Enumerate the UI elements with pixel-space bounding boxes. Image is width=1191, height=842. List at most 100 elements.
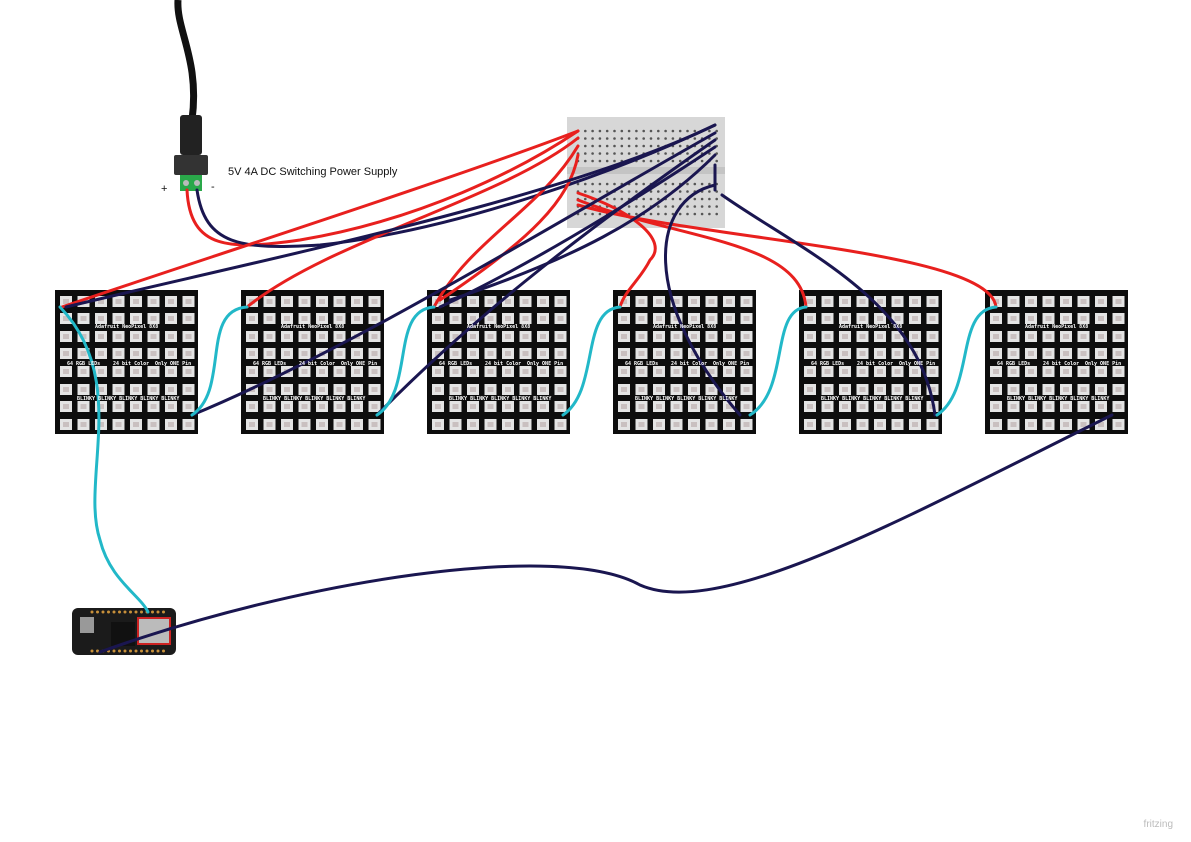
board-title: Adafruit NeoPixel 8X8: [95, 324, 159, 330]
breadboard-hole: [671, 182, 675, 186]
board-text-pin: Only ONE Pin: [527, 361, 564, 367]
breadboard-hole: [693, 212, 697, 216]
board-text-leds: 64 RGB LEDs: [253, 361, 287, 367]
breadboard-hole: [635, 205, 638, 208]
breadboard-hole: [657, 144, 660, 148]
breadboard-hole: [613, 182, 616, 186]
breadboard-hole: [693, 129, 697, 133]
breadboard-hole: [642, 129, 645, 133]
breadboard-hole: [605, 129, 609, 133]
breadboard-hole: [657, 205, 660, 208]
breadboard-hole: [642, 197, 645, 201]
breadboard-hole: [657, 212, 660, 216]
board-text-blinky: BLINKY BLINKY BLINKY BLINKY BLINKY: [449, 396, 552, 402]
data-wire: [190, 305, 249, 417]
board-title: Adafruit NeoPixel 8X8: [1025, 324, 1089, 330]
breadboard-hole: [678, 212, 682, 216]
breadboard-hole: [598, 144, 602, 148]
breadboard-hole: [686, 152, 689, 155]
breadboard-hole: [642, 137, 645, 140]
breadboard-hole: [671, 152, 675, 155]
breadboard-hole: [642, 182, 645, 186]
board-text-blinky: BLINKY BLINKY BLINKY BLINKY BLINKY: [821, 396, 924, 402]
breadboard-hole: [635, 152, 638, 155]
breadboard-hole: [591, 144, 594, 148]
breadboard-hole: [605, 152, 609, 155]
breadboard-hole: [678, 159, 682, 163]
breadboard-hole: [678, 190, 682, 193]
neopixel-8x8-board[interactable]: [55, 290, 198, 434]
feather-board[interactable]: [72, 608, 176, 655]
breadboard-hole: [686, 182, 689, 186]
breadboard-hole: [657, 129, 660, 133]
board-text-leds: 64 RGB LEDs: [67, 361, 101, 367]
breadboard-hole: [613, 152, 616, 155]
power-cable: [174, 0, 198, 121]
power-wire: [576, 191, 657, 309]
breadboard-hole: [584, 129, 587, 133]
breadboard-hole: [715, 129, 718, 133]
breadboard-hole: [700, 197, 704, 201]
breadboard-hole: [657, 190, 660, 193]
breadboard-hole: [664, 190, 667, 193]
board-text-color: 24 bit Color: [485, 361, 522, 367]
breadboard-hole: [664, 137, 667, 140]
breadboard-hole: [649, 197, 653, 201]
breadboard-hole: [627, 129, 631, 133]
board-text-pin: Only ONE Pin: [155, 361, 192, 367]
breadboard-hole: [613, 137, 616, 140]
data-wire: [375, 305, 436, 417]
power-supply-label: 5V 4A DC Switching Power Supply: [228, 166, 398, 178]
board-title: Adafruit NeoPixel 8X8: [653, 324, 717, 330]
breadboard-hole: [591, 152, 594, 155]
breadboard-hole: [693, 197, 697, 201]
breadboard-hole: [635, 182, 638, 186]
breadboard-hole: [605, 144, 609, 148]
board-text-pin: Only ONE Pin: [341, 361, 378, 367]
power-wire: [60, 129, 580, 309]
breadboard-hole: [649, 137, 653, 140]
screw-terminal: [180, 175, 202, 191]
breadboard-hole: [584, 152, 587, 155]
board-text-pin: Only ONE Pin: [1085, 361, 1122, 367]
breadboard-hole: [598, 137, 602, 140]
breadboard-hole: [715, 205, 718, 208]
breadboard-hole: [635, 129, 638, 133]
breadboard-hole: [598, 182, 602, 186]
breadboard-hole: [598, 190, 602, 193]
ground-wire: [448, 153, 717, 302]
breadboard-hole: [620, 190, 624, 193]
breadboard-hole: [657, 197, 660, 201]
breadboard-hole: [627, 205, 631, 208]
breadboard-hole: [649, 129, 653, 133]
breadboard-hole: [700, 212, 704, 216]
neopixel-8x8-board[interactable]: [427, 290, 570, 434]
breadboard-hole: [598, 159, 602, 163]
ground-wire: [664, 183, 742, 417]
breadboard-hole: [620, 197, 624, 201]
breadboard-hole: [605, 190, 609, 193]
neopixel-8x8-board[interactable]: [985, 290, 1128, 434]
power-wire: [185, 129, 580, 247]
board-text-leds: 64 RGB LEDs: [811, 361, 845, 367]
breadboard-hole: [708, 197, 711, 201]
breadboard-hole: [700, 159, 704, 163]
breadboard-hole: [576, 182, 580, 186]
breadboard-hole: [693, 137, 697, 140]
breadboard-hole: [584, 212, 587, 216]
ground-wire: [64, 123, 717, 309]
breadboard-hole: [649, 190, 653, 193]
breadboard-hole: [620, 152, 624, 155]
breadboard-hole: [635, 137, 638, 140]
board-text-color: 24 bit Color: [299, 361, 336, 367]
breadboard-hole: [613, 129, 616, 133]
neopixel-8x8-board[interactable]: [613, 290, 756, 434]
plus-label: +: [161, 183, 168, 195]
power-wire: [438, 153, 580, 302]
board-title: Adafruit NeoPixel 8X8: [281, 324, 345, 330]
breadboard-hole: [584, 197, 587, 201]
breadboard-hole: [678, 197, 682, 201]
power-wire: [245, 136, 580, 309]
breadboard-hole: [657, 159, 660, 163]
